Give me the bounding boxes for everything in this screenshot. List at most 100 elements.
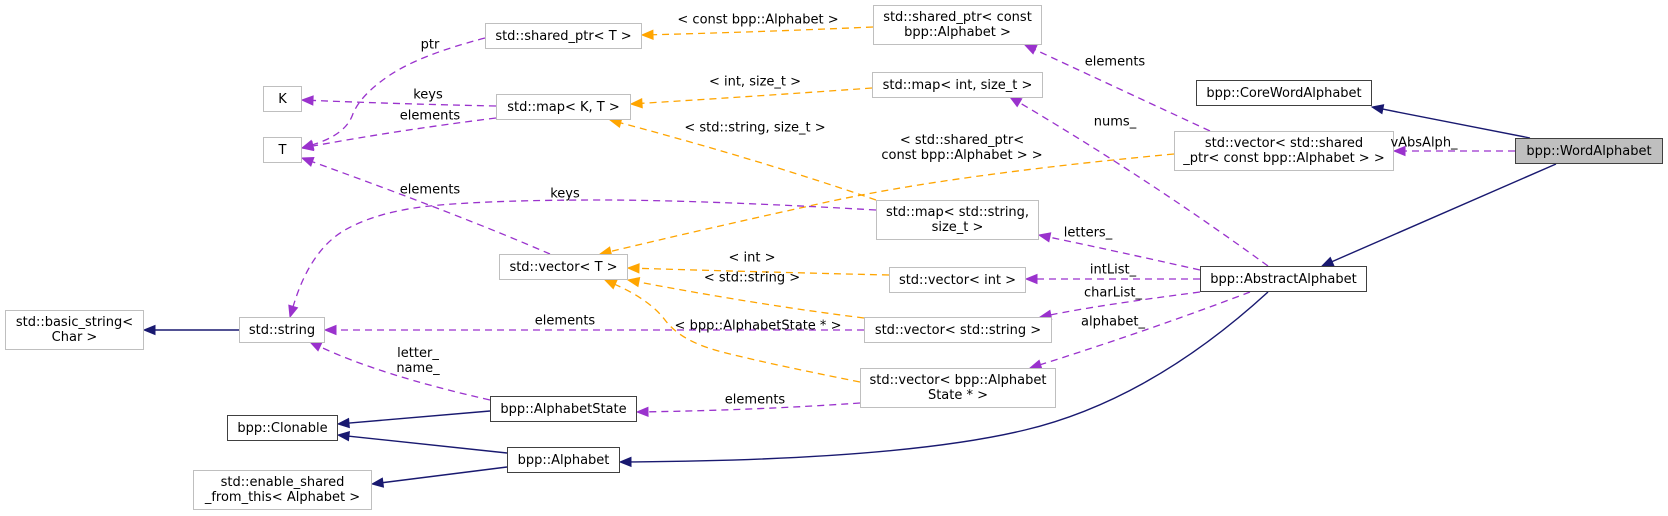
edge-wordalphabet-to-corewordalphabet bbox=[1370, 104, 1531, 139]
node-basic-string: std::basic_string< Char > bbox=[5, 310, 144, 350]
arrowhead-icon bbox=[629, 98, 643, 109]
edge-line bbox=[1050, 291, 1201, 316]
node-abstractalphabet[interactable]: bpp::AbstractAlphabet bbox=[1200, 266, 1367, 292]
edge-line bbox=[620, 122, 877, 201]
arrowhead-icon bbox=[300, 95, 314, 106]
node-enable-shared: std::enable_shared _from_this< Alphabet … bbox=[193, 470, 372, 510]
edge-label: charList_ bbox=[1084, 285, 1142, 301]
edge-abstractalphabet-to-alphabet bbox=[618, 291, 1269, 468]
edge-label: < int > bbox=[728, 250, 776, 266]
edge-label: nums_ bbox=[1093, 114, 1137, 130]
edge-label: keys bbox=[413, 87, 443, 103]
edge-label: alphabet_ bbox=[1081, 314, 1145, 330]
edge-line bbox=[292, 199, 877, 307]
edge-label: elements bbox=[534, 313, 596, 329]
edge-line bbox=[641, 87, 873, 104]
node-corewordalphabet[interactable]: bpp::CoreWordAlphabet bbox=[1196, 80, 1372, 106]
edge-vector-string-to-string bbox=[323, 324, 864, 336]
edge-wordalphabet-to-vec-shared bbox=[1392, 145, 1515, 157]
arrowhead-icon bbox=[308, 341, 323, 352]
arrowhead-icon bbox=[603, 279, 618, 290]
node-vector-string: std::vector< std::string > bbox=[864, 317, 1052, 343]
node-wordalphabet[interactable]: bpp::WordAlphabet bbox=[1515, 138, 1663, 164]
edge-line bbox=[312, 161, 551, 255]
arrowhead-icon bbox=[300, 140, 315, 152]
node-vector-state: std::vector< bpp::Alphabet State * > bbox=[860, 368, 1056, 408]
node-alphabet[interactable]: bpp::Alphabet bbox=[507, 447, 620, 473]
node-k: K bbox=[263, 86, 302, 112]
node-t: T bbox=[263, 137, 302, 163]
edge-vector-int-to-vector-t bbox=[626, 263, 890, 276]
edge-line bbox=[312, 37, 486, 146]
edge-line bbox=[647, 402, 861, 413]
edge-label: < bpp::AlphabetState * > bbox=[674, 318, 842, 334]
edge-vec-shared-to-shared-const bbox=[1023, 44, 1211, 132]
arrowhead-icon bbox=[1037, 232, 1052, 243]
arrowhead-icon bbox=[1024, 273, 1038, 285]
edge-alphabet-to-enable-shared bbox=[370, 466, 508, 488]
edge-map-kt-to-t bbox=[300, 117, 497, 152]
edge-vector-t-to-t bbox=[300, 156, 551, 255]
edge-label: elements bbox=[724, 392, 786, 408]
edge-label: letter_ name_ bbox=[396, 346, 440, 376]
edge-line bbox=[1331, 163, 1557, 263]
arrowhead-icon bbox=[142, 324, 156, 336]
arrowhead-icon bbox=[336, 417, 350, 429]
node-alphabetstate[interactable]: bpp::AlphabetState bbox=[490, 396, 637, 422]
edge-label: < std::string, size_t > bbox=[684, 120, 826, 136]
edge-alphabetstate-to-clonable bbox=[336, 410, 491, 429]
arrowhead-icon bbox=[1370, 104, 1385, 115]
arrowhead-icon bbox=[336, 431, 350, 442]
edge-line bbox=[638, 281, 865, 319]
arrowhead-icon bbox=[640, 29, 654, 40]
edge-line bbox=[319, 346, 491, 401]
edge-label: elements bbox=[399, 108, 461, 124]
edge-line bbox=[348, 435, 508, 454]
edge-line bbox=[312, 99, 497, 107]
edge-label: letters_ bbox=[1063, 225, 1113, 241]
edge-label: < std::shared_ptr< const bpp::Alphabet >… bbox=[881, 133, 1043, 163]
arrowhead-icon bbox=[1008, 96, 1023, 108]
arrowhead-icon bbox=[1392, 145, 1406, 157]
arrowhead-icon bbox=[626, 276, 641, 288]
edge-wordalphabet-to-abstractalphabet bbox=[1320, 163, 1557, 267]
edge-abstractalphabet-to-vector-int bbox=[1024, 273, 1200, 285]
edge-map-int-to-map-kt bbox=[629, 87, 873, 109]
arrowhead-icon bbox=[323, 324, 337, 336]
arrowhead-icon bbox=[300, 156, 315, 167]
arrowhead-icon bbox=[1320, 256, 1335, 267]
edge-map-kt-to-k bbox=[300, 95, 497, 107]
edge-label: vAbsAlph_ bbox=[1390, 135, 1458, 151]
edge-line bbox=[652, 26, 874, 36]
edge-label: elements bbox=[399, 182, 461, 198]
edge-label: elements bbox=[1084, 54, 1146, 70]
edge-line bbox=[348, 410, 491, 424]
edge-abstractalphabet-to-vector-state bbox=[1028, 291, 1251, 370]
arrowhead-icon bbox=[635, 406, 649, 418]
edge-shared-t-to-t bbox=[300, 37, 486, 150]
edge-line bbox=[382, 466, 508, 484]
edge-abstractalphabet-to-map-string bbox=[1037, 232, 1201, 271]
node-vector-int: std::vector< int > bbox=[889, 267, 1026, 293]
arrowhead-icon bbox=[370, 477, 385, 488]
edge-alphabet-to-clonable bbox=[336, 431, 508, 454]
edge-vector-string-to-vector-t bbox=[626, 276, 865, 319]
node-map-string: std::map< std::string, size_t > bbox=[876, 200, 1039, 240]
edge-label: intList_ bbox=[1089, 262, 1137, 278]
node-shared-const: std::shared_ptr< const bpp::Alphabet > bbox=[873, 5, 1042, 45]
edge-line bbox=[1019, 102, 1269, 267]
edge-vector-state-to-vector-t bbox=[603, 279, 861, 383]
edge-string-to-basic-string bbox=[142, 324, 239, 336]
edge-line bbox=[630, 291, 1269, 463]
edge-line bbox=[638, 267, 890, 276]
node-vec-shared: std::vector< std::shared _ptr< const bpp… bbox=[1174, 131, 1394, 171]
edge-vector-state-to-alphabetstate bbox=[635, 402, 861, 418]
node-clonable[interactable]: bpp::Clonable bbox=[227, 415, 338, 441]
edge-label: < std::string > bbox=[703, 270, 801, 286]
node-shared-t: std::shared_ptr< T > bbox=[485, 23, 642, 49]
edge-shared-const-to-shared-t bbox=[640, 26, 874, 40]
arrowhead-icon bbox=[618, 456, 632, 468]
edge-line bbox=[1382, 108, 1531, 139]
node-map-kt: std::map< K, T > bbox=[496, 94, 631, 120]
arrowhead-icon bbox=[1023, 44, 1038, 55]
